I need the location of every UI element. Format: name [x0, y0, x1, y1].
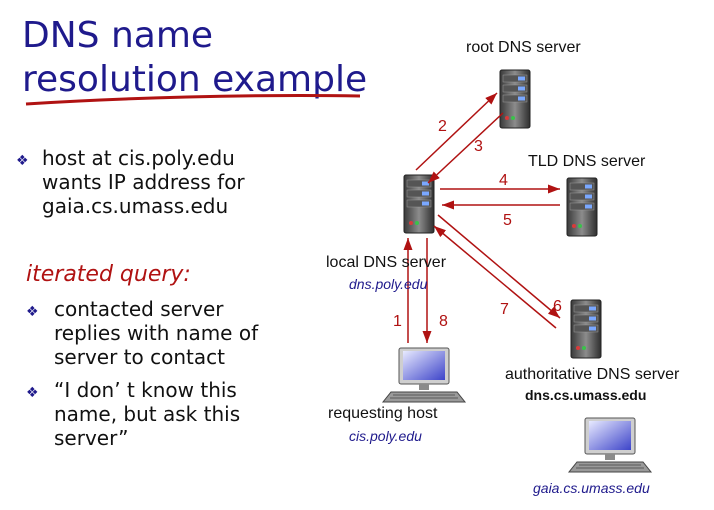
local-server-label: local DNS server — [326, 254, 447, 271]
requesting-host-label: requesting host — [328, 405, 438, 422]
title-underline — [25, 93, 361, 106]
gaia-host-hostname: gaia.cs.umass.edu — [533, 480, 650, 496]
requesting-host-icon — [382, 347, 466, 403]
bullet-host: ❖ host at cis.poly.edu wants IP address … — [16, 146, 316, 218]
tld-server-icon — [566, 177, 598, 237]
auth-server-hostname: dns.cs.umass.edu — [525, 387, 647, 403]
bullet-dont-know: ❖ “I don’ t know this name, but ask this… — [26, 378, 316, 450]
title-line-1: DNS name — [22, 15, 214, 56]
auth-server-label: authoritative DNS server — [505, 366, 680, 383]
step-2: 2 — [438, 118, 447, 135]
step-5: 5 — [503, 212, 512, 229]
step-6: 6 — [553, 298, 562, 315]
bullet-line: server to contact — [54, 345, 225, 369]
step-8: 8 — [439, 313, 448, 330]
title-line-2: resolution example — [22, 59, 368, 100]
step-3: 3 — [474, 138, 483, 155]
step-4: 4 — [499, 172, 508, 189]
requesting-host-hostname: cis.poly.edu — [349, 428, 422, 444]
bullet-line: name, but ask this — [54, 402, 241, 426]
bullet-contacted: ❖ contacted server replies with name of … — [26, 297, 316, 369]
bullet-line: replies with name of — [54, 321, 259, 345]
bullet-diamond-icon: ❖ — [16, 153, 29, 169]
step-1: 1 — [393, 313, 402, 330]
bullet-line: host at cis.poly.edu — [42, 146, 235, 170]
bullet-line: server” — [54, 426, 129, 450]
arrow-2 — [415, 92, 498, 171]
bullet-line: gaia.cs.umass.edu — [42, 194, 229, 218]
bullet-line: “I don’ t know this — [54, 378, 237, 402]
bullet-diamond-icon: ❖ — [26, 304, 39, 320]
iterated-query-label: iterated query: — [26, 262, 191, 287]
auth-server-icon — [570, 299, 602, 359]
root-server-icon — [499, 69, 531, 129]
bullet-diamond-icon: ❖ — [26, 385, 39, 401]
root-server-label: root DNS server — [466, 39, 581, 56]
gaia-host-icon — [568, 417, 652, 473]
tld-server-label: TLD DNS server — [528, 153, 646, 170]
local-server-icon — [403, 174, 435, 234]
arrow-3 — [427, 112, 504, 184]
arrow-7 — [433, 225, 557, 329]
step-7: 7 — [500, 301, 509, 318]
local-server-hostname: dns.poly.edu — [349, 276, 428, 292]
arrow-6 — [437, 214, 561, 319]
bullet-line: wants IP address for — [42, 170, 245, 194]
bullet-line: contacted server — [54, 297, 224, 321]
